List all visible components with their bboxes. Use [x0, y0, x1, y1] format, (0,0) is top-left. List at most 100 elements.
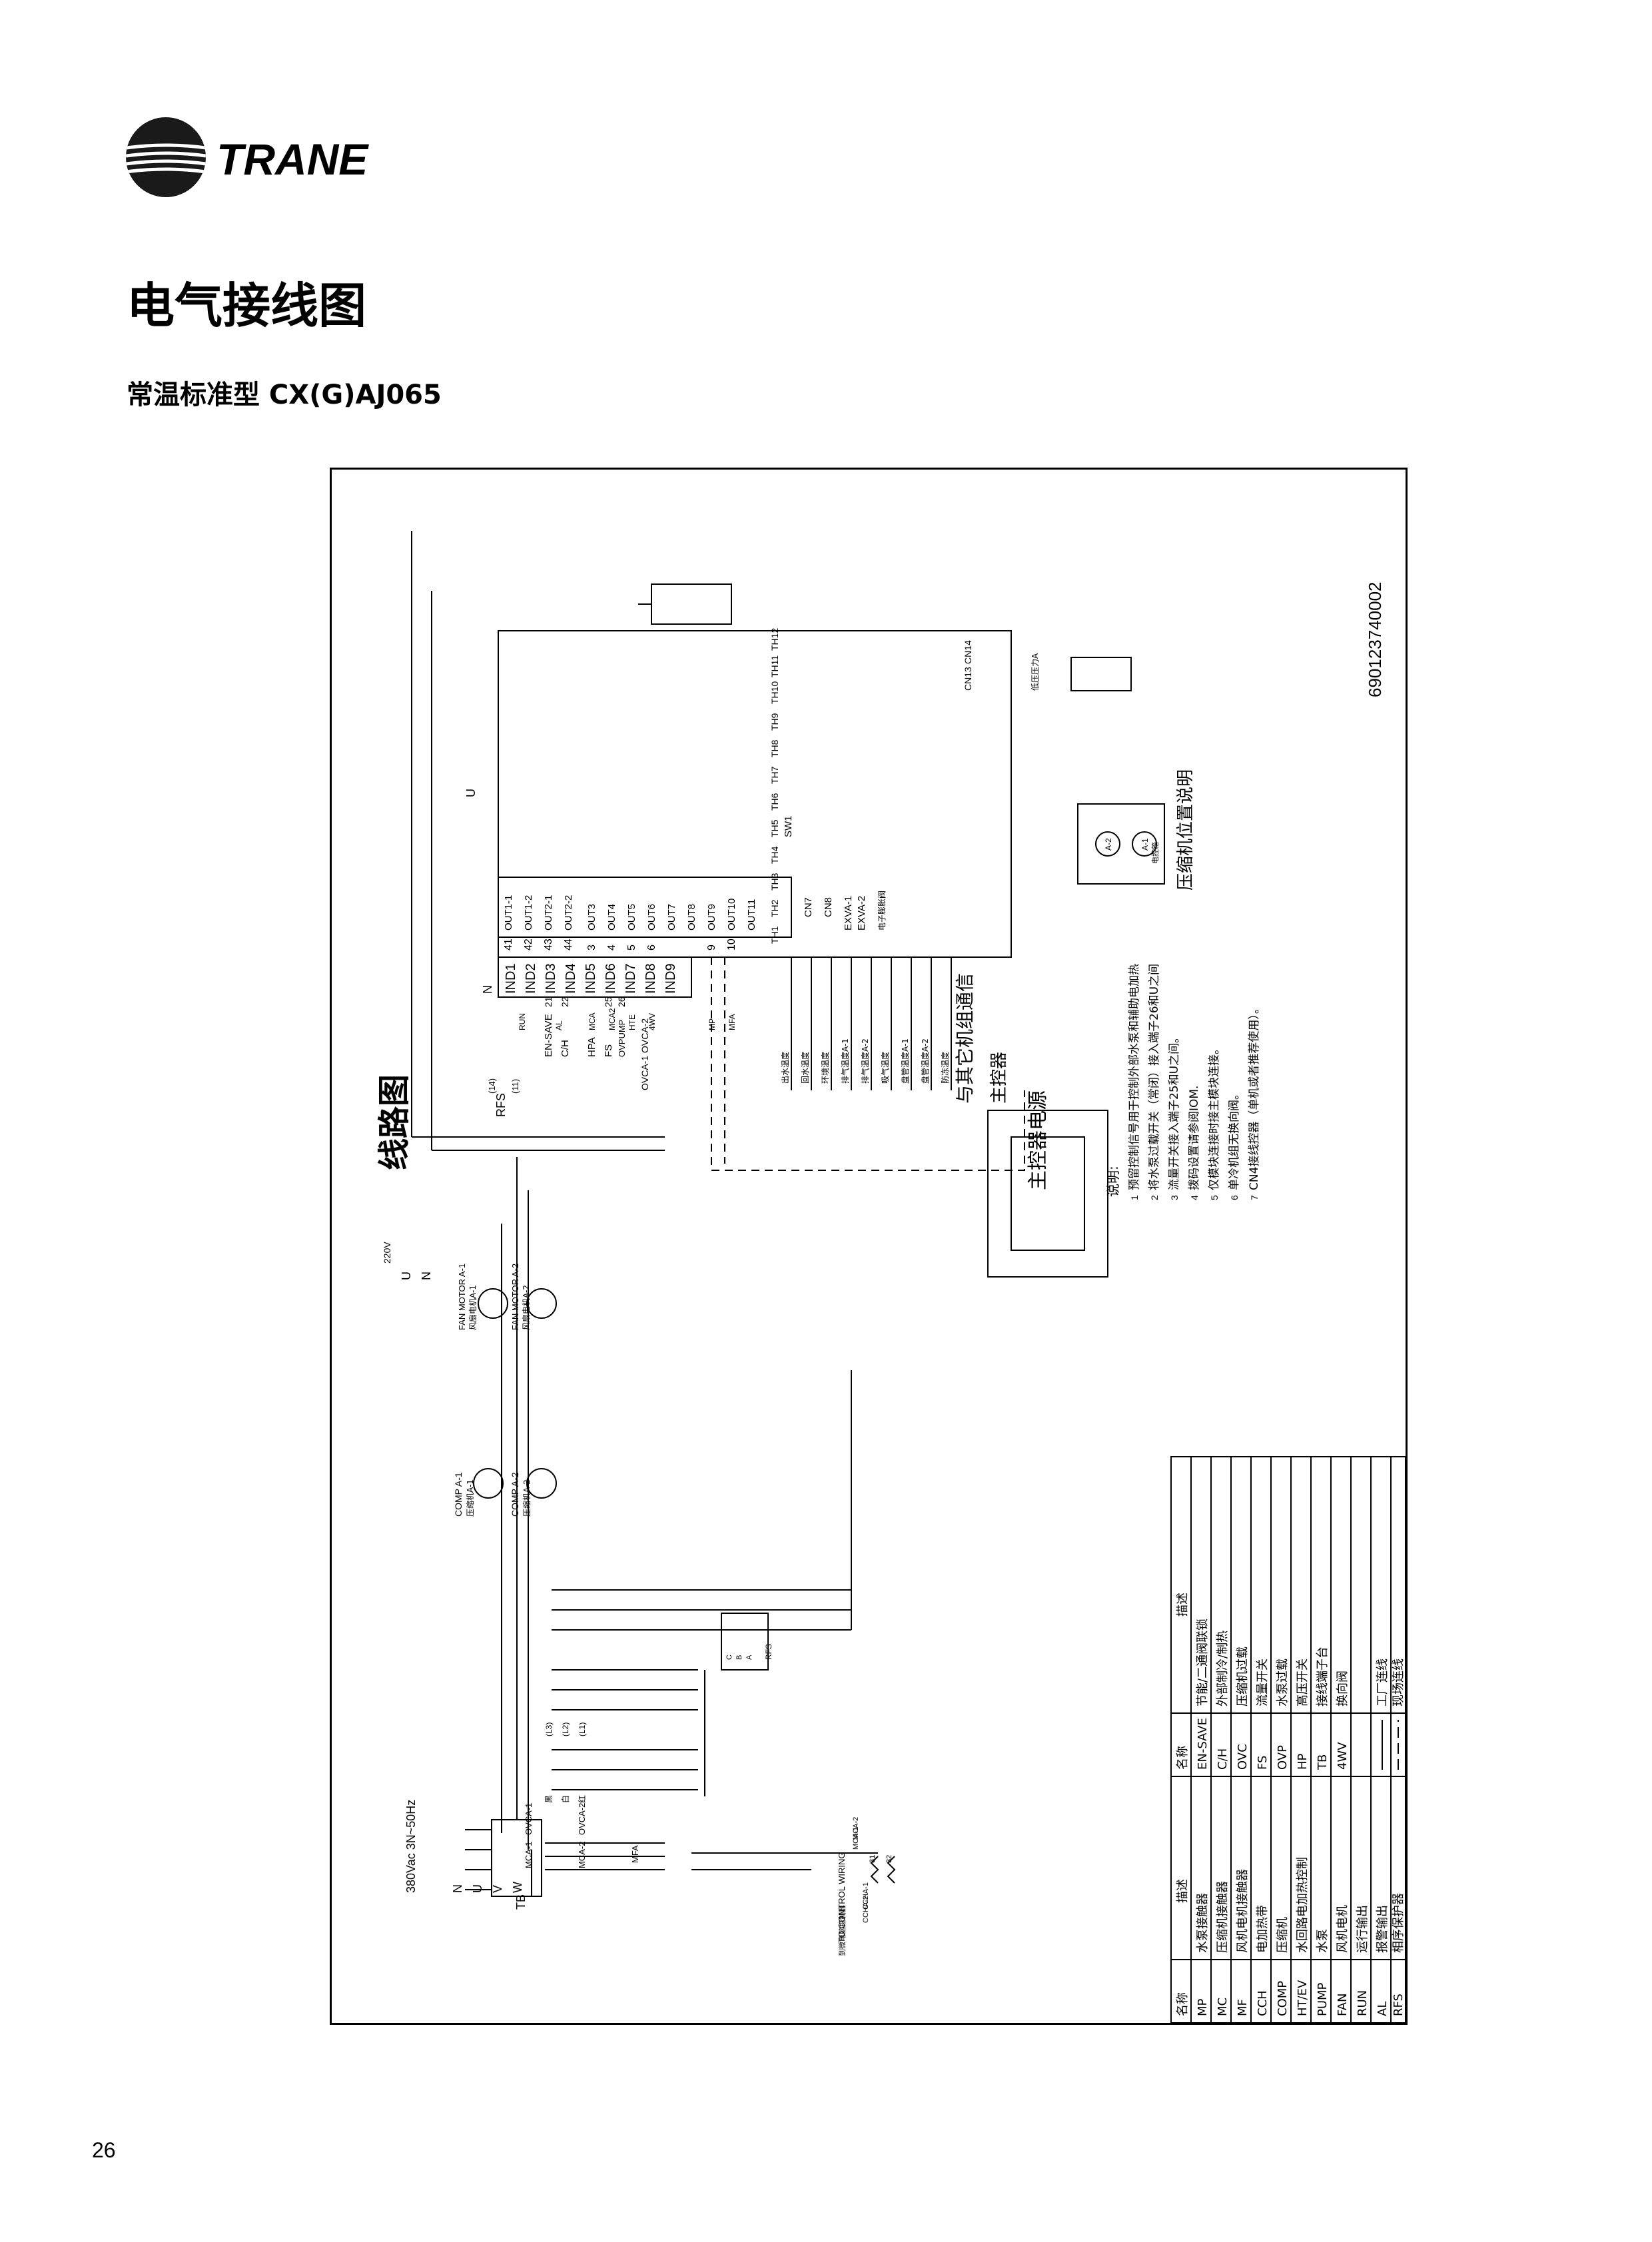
out1-2: OUT1-2	[523, 895, 534, 931]
note-1: 预留控制信号用于控制外部水泵和辅助电加热	[1128, 964, 1141, 1190]
comp-pos-a1: A-1	[1140, 838, 1150, 851]
legend-r5-c3: 高压开关	[1296, 1659, 1310, 1706]
comp-a2-label-cn: 压缩机A-2	[522, 1479, 532, 1517]
wired-controller-label: 主控器	[989, 1052, 1009, 1104]
pressure-sensor	[1070, 657, 1132, 691]
power-supply-label: 380Vac 3N~50Hz	[404, 1800, 418, 1893]
th10: TH10	[769, 681, 780, 704]
th3: TH3	[769, 873, 780, 891]
note-5: 仅模块连接时接主模块连接。	[1208, 1043, 1221, 1190]
line-label-l2: (L2)	[561, 1722, 570, 1736]
out-num-9: 9	[706, 944, 717, 950]
heater-mca2: MCA-2	[852, 1817, 860, 1840]
board-cn7: CN7	[803, 897, 814, 917]
brand-name: TRANE	[216, 135, 369, 184]
contactor-ovca2: OVCA-2	[577, 1803, 587, 1835]
sensor-9: 防冻温度	[940, 1052, 950, 1084]
ind3: IND3	[544, 963, 558, 994]
line-label-l3: (L3)	[544, 1722, 554, 1736]
load-mca: MCA	[588, 1012, 597, 1030]
ind7: IND7	[623, 963, 638, 994]
legend-header-4: 描述	[1176, 1593, 1190, 1617]
contactor-mca2: MCA-2	[577, 1842, 587, 1868]
load-mp: MP	[707, 1018, 717, 1030]
contactor-lines	[545, 1370, 852, 1870]
out3: OUT3	[586, 904, 598, 931]
out-num-6: 6	[646, 944, 657, 950]
comp-a1-label-cn: 压缩机A-1	[465, 1479, 475, 1517]
wired-controller	[987, 1110, 1108, 1278]
out2-2: OUT2-2	[563, 895, 574, 931]
th7: TH7	[769, 766, 780, 784]
rfs-label: RFS	[764, 1644, 773, 1660]
input-ch: C/H	[560, 1040, 571, 1057]
legend-r0-c2: EN-SAVE	[1196, 1718, 1210, 1770]
legend-r2-c2: OVC	[1236, 1744, 1250, 1770]
th9: TH9	[769, 713, 780, 731]
compressor-position-box	[1077, 803, 1165, 885]
legend-r9-c1: 报警输出	[1376, 1905, 1390, 1953]
out9: OUT9	[706, 904, 717, 931]
legend-r10-c0: RFS	[1392, 1994, 1406, 2016]
notes-title: 说明:	[1105, 1166, 1121, 1197]
out11: OUT11	[746, 899, 757, 931]
terminal-v: V	[491, 1885, 504, 1893]
control-phase-n: N	[420, 1272, 433, 1280]
page-number: 26	[92, 2138, 116, 2162]
load-al: AL	[554, 1020, 564, 1030]
contactor-mca1: MCA-1	[524, 1842, 534, 1868]
fan-a2-label-cn: 风扇电机A-2	[521, 1285, 531, 1330]
legend-r5-c1: 水回路电加热控制	[1296, 1857, 1310, 1953]
th6: TH6	[769, 793, 780, 811]
sensor-stubs	[791, 957, 952, 1090]
sensor-8: 盘管温度A-2	[920, 1038, 930, 1084]
legend-r5-c2: HP	[1296, 1753, 1310, 1770]
rfs-terminal-c: C	[725, 1655, 733, 1660]
rfs-input-code-14: (14)	[487, 1078, 497, 1094]
legend-r1-c0: MC	[1216, 1998, 1230, 2016]
legend-r7-c2: 4WV	[1336, 1742, 1350, 1770]
legend-header-3: 名称	[1176, 1746, 1190, 1770]
comm-dashed-line	[711, 957, 1025, 1171]
input-ch-num: 22	[560, 996, 570, 1007]
page-title: 电气接线图	[127, 278, 367, 334]
board-cn13: CN13	[963, 667, 973, 691]
legend-r2-c1: 风机电机接触器	[1236, 1869, 1250, 1953]
heater-mca1: MCA-1	[852, 1827, 860, 1850]
sensor-5: 排气温度A-2	[860, 1038, 870, 1084]
input-en-save: EN-SAVE	[543, 1014, 554, 1057]
out4: OUT4	[606, 904, 618, 931]
out10: OUT10	[726, 899, 737, 931]
board-cn14: CN14	[963, 640, 973, 664]
legend-r8-c0: RUN	[1356, 1990, 1370, 2016]
legend-r4-c0: COMP	[1276, 1981, 1290, 2016]
diagram-title: 线路图	[376, 1074, 413, 1170]
legend-r5-c0: HT/EV	[1296, 1980, 1310, 2016]
ind5: IND5	[584, 963, 598, 994]
heater-ccha1: CCHA-1	[862, 1882, 870, 1910]
out-terminal-block	[498, 877, 792, 938]
board-cn8: CN8	[823, 897, 834, 917]
ind2: IND2	[524, 963, 538, 994]
fan-a2-circle	[526, 1288, 557, 1319]
note-4: 拨码设置请参阅IOM.	[1188, 1086, 1201, 1190]
heater-num-32: 32	[885, 1855, 893, 1863]
controller-power-label: 主控器电源	[1027, 1090, 1050, 1190]
legend-r6-c1: 水泵	[1316, 1929, 1330, 1953]
legend-r1-c3: 外部制冷/制热	[1216, 1631, 1230, 1706]
legend-r6-c2: TB	[1316, 1754, 1330, 1770]
board-sw1: SW1	[783, 815, 794, 837]
out-num-4: 4	[606, 944, 618, 950]
to-control-wiring-cn: 到微电脑控制器	[837, 1905, 847, 1956]
power-lines	[465, 1157, 542, 1897]
legend-r1-c1: 压缩机接触器	[1216, 1881, 1230, 1953]
note-num-2: 2	[1149, 1195, 1160, 1200]
comp-pos-a2: A-2	[1104, 838, 1113, 851]
note-3: 流量开关接入端子25和U之间。	[1168, 1032, 1181, 1190]
legend-r3-c3: 流量开关	[1256, 1659, 1270, 1706]
th5: TH5	[769, 819, 780, 837]
trane-logo: TRANE	[126, 117, 369, 197]
legend-r2-c0: MF	[1236, 1999, 1250, 2016]
doc-number: 690123740002	[1365, 581, 1385, 697]
th1: TH1	[769, 926, 780, 944]
